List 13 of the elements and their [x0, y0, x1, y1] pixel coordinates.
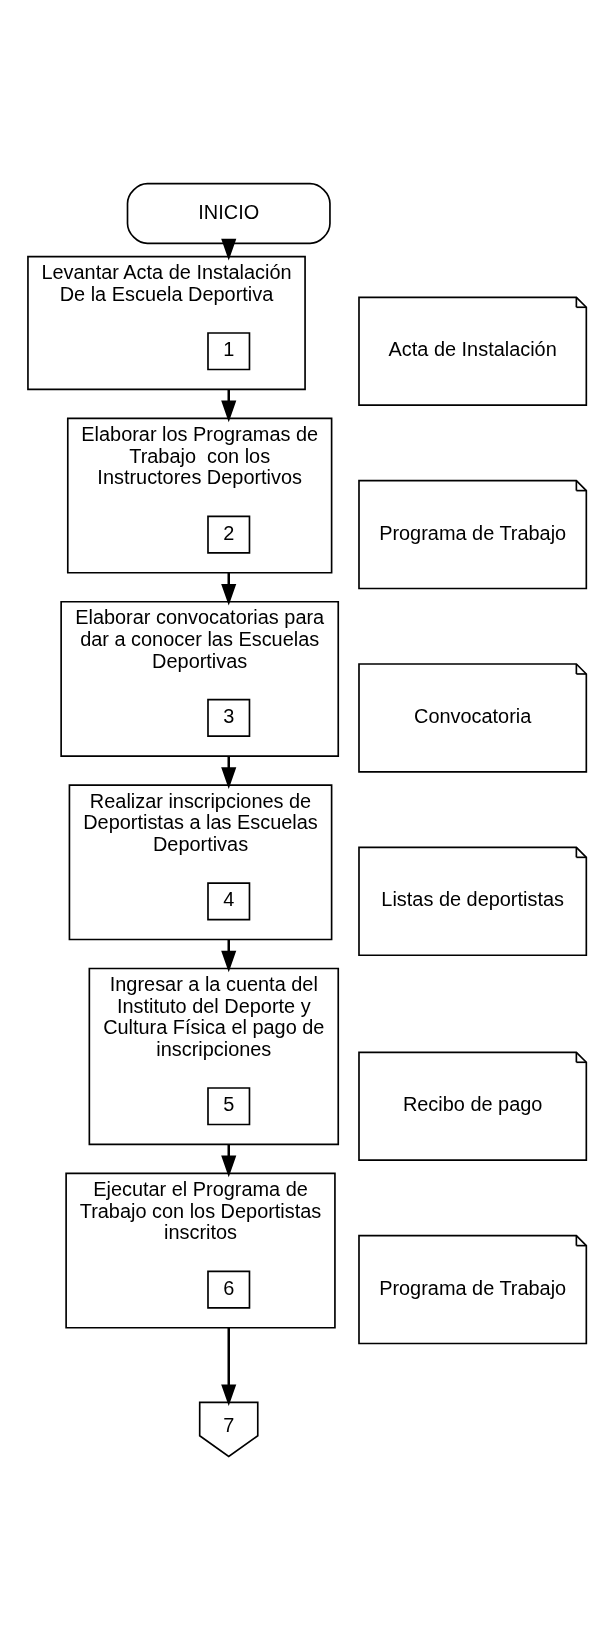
node-box: 4: [207, 881, 251, 920]
node-box: 1: [207, 331, 251, 370]
node-box: 3: [207, 698, 251, 737]
arrow: [221, 388, 237, 422]
arrow: [221, 1143, 237, 1177]
node-box: 6: [207, 1270, 251, 1309]
node-box: 2: [207, 515, 251, 554]
arrow: [221, 572, 237, 606]
arrow: [221, 238, 237, 260]
node-box: 5: [207, 1086, 251, 1125]
arrow: [221, 1327, 237, 1406]
arrow: [221, 938, 237, 972]
arrow: [221, 755, 237, 789]
